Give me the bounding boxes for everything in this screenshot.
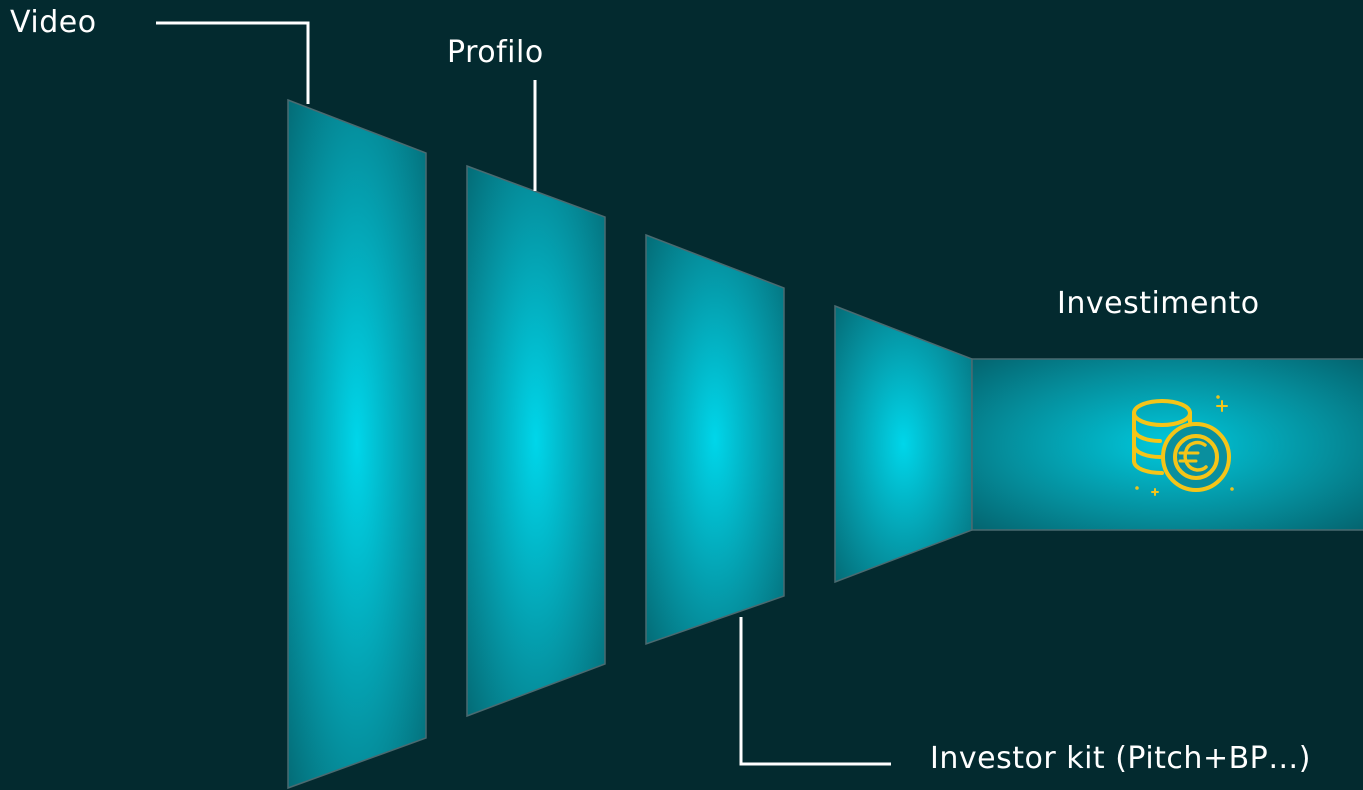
stage-label-investor-kit: Investor kit (Pitch+BP…)	[930, 741, 1311, 776]
stage-panel-4	[834, 304, 973, 584]
stage-panel-investor-kit	[645, 233, 785, 646]
stage-label-profilo: Profilo	[447, 35, 544, 70]
stage-panel-video	[287, 98, 427, 790]
connector-investor-kit	[739, 617, 891, 766]
stage-label-investimento: Investimento	[1057, 286, 1260, 321]
connector-video	[156, 21, 310, 104]
stage-panel-profilo	[466, 164, 606, 718]
stage-label-video: Video	[10, 5, 97, 40]
euro-coins-icon	[1132, 395, 1234, 496]
